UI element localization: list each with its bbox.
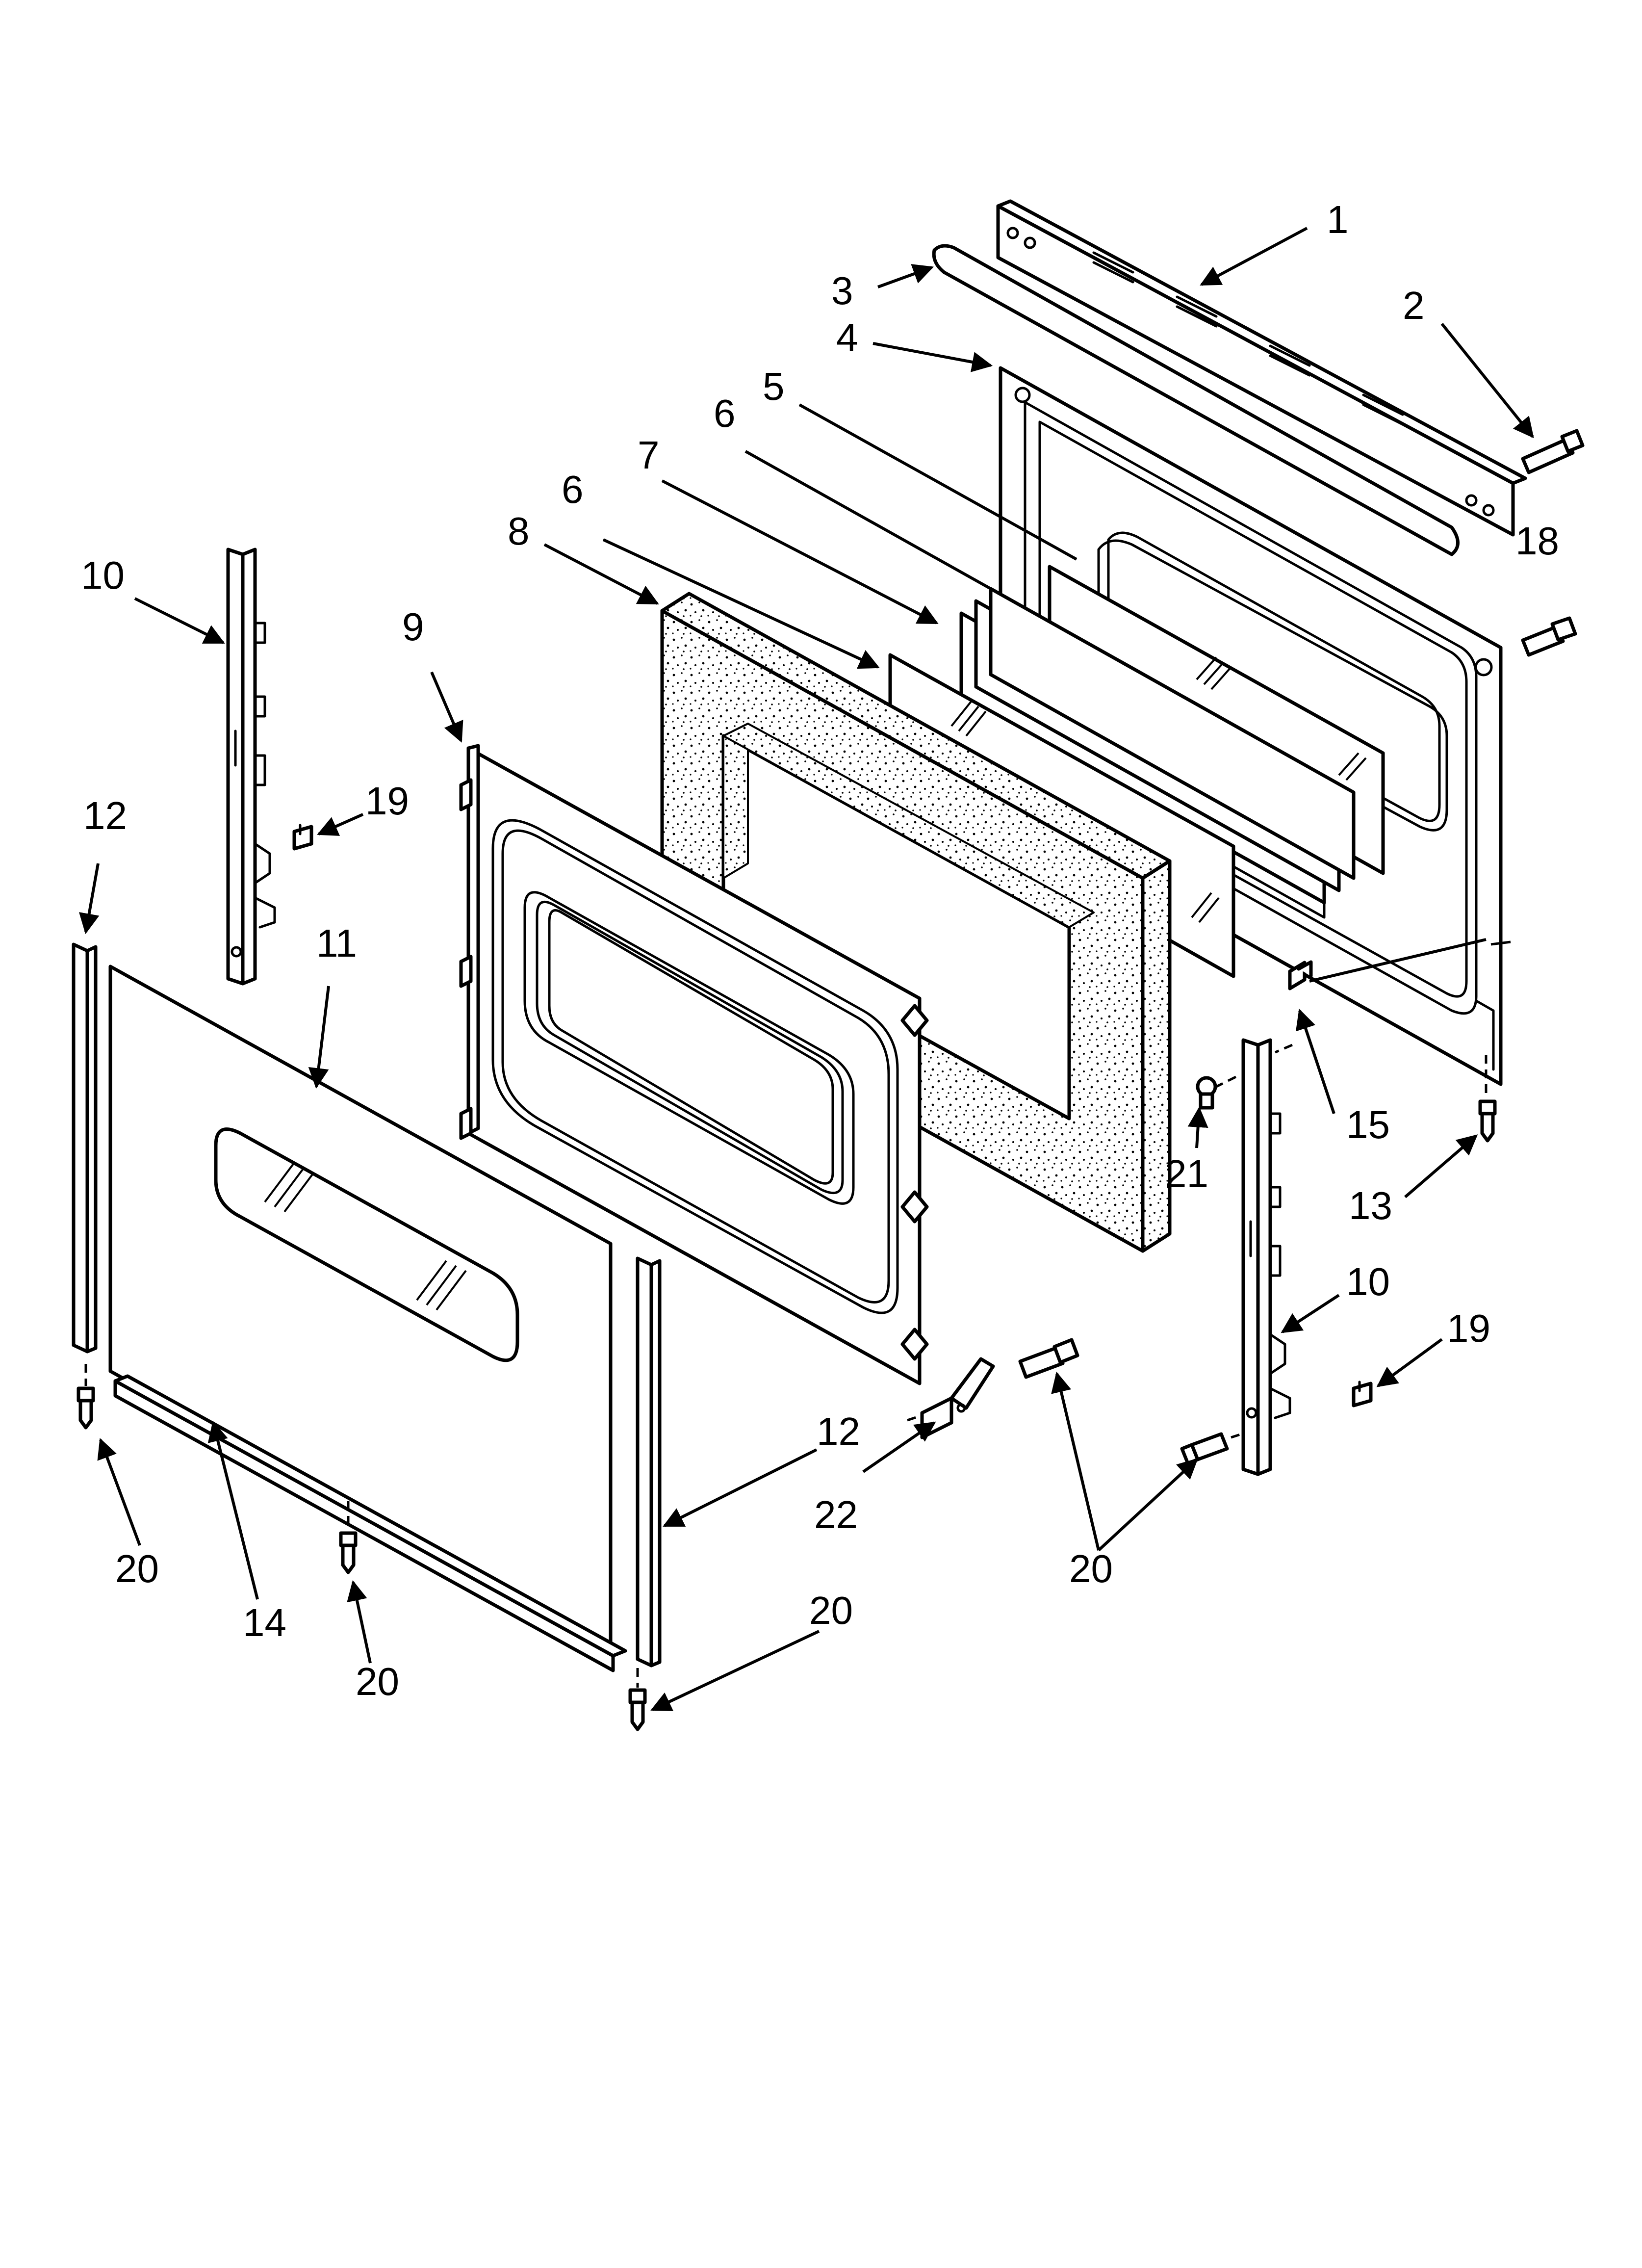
part-3-trim-strip <box>932 244 1460 556</box>
callout-20b: 20 <box>356 1660 399 1703</box>
part-15-clip <box>1288 960 1313 991</box>
callout-4: 4 <box>836 315 858 359</box>
callout-12b: 12 <box>817 1409 860 1453</box>
part-14-bottom-trim <box>113 1374 627 1672</box>
part-12-side-trim-right <box>636 1256 662 1668</box>
callout-21: 21 <box>1165 1152 1208 1196</box>
part-20-screw-hinge <box>1180 1432 1229 1465</box>
leader-lines <box>78 227 1534 1711</box>
callout-10a: 10 <box>81 553 125 597</box>
part-20-screw-right <box>628 1688 647 1731</box>
callout-11: 11 <box>316 921 357 965</box>
part-22-bracket <box>920 1357 995 1439</box>
part-18-screw <box>1521 616 1577 657</box>
part-10-hinge-left <box>226 547 276 986</box>
callout-labels: 1 2 3 4 5 6 6 7 8 9 10 10 11 12 12 13 14… <box>81 198 1559 1703</box>
callout-2: 2 <box>1403 284 1425 327</box>
callout-9: 9 <box>402 605 424 649</box>
callout-22: 22 <box>814 1493 858 1537</box>
callout-13: 13 <box>1349 1184 1392 1227</box>
part-21-plug <box>1196 1076 1217 1110</box>
callout-5: 5 <box>763 365 785 408</box>
callout-19b: 19 <box>1447 1306 1490 1350</box>
part-12-side-trim-left <box>72 942 98 1354</box>
callout-19a: 19 <box>365 779 409 823</box>
part-8-insulation <box>660 592 1172 1253</box>
callout-6b: 6 <box>562 468 584 511</box>
callout-8: 8 <box>508 509 530 553</box>
part-19-clip-left <box>292 824 313 851</box>
part-20-screw-left <box>77 1386 95 1430</box>
part-10-hinge-right <box>1241 1038 1291 1476</box>
part-20-screw-bracket <box>1018 1338 1079 1379</box>
callout-3: 3 <box>831 269 853 313</box>
part-13-screw <box>1478 1099 1497 1143</box>
callout-10b: 10 <box>1346 1260 1390 1303</box>
callout-20c: 20 <box>809 1589 853 1632</box>
part-2-screw <box>1521 429 1585 474</box>
callout-12a: 12 <box>83 794 127 837</box>
part-9-door-liner <box>459 744 929 1385</box>
callout-1: 1 <box>1327 198 1349 241</box>
part-20-screw-center <box>339 1531 358 1574</box>
callout-7: 7 <box>638 433 660 477</box>
callout-6a: 6 <box>714 391 736 435</box>
callout-15: 15 <box>1346 1103 1390 1147</box>
part-19-clip-right <box>1352 1381 1373 1408</box>
callout-20a: 20 <box>115 1547 159 1590</box>
callout-14: 14 <box>243 1601 286 1644</box>
callout-18: 18 <box>1515 519 1559 563</box>
callout-20d: 20 <box>1069 1547 1113 1590</box>
part-1-vent-trim <box>996 199 1527 537</box>
